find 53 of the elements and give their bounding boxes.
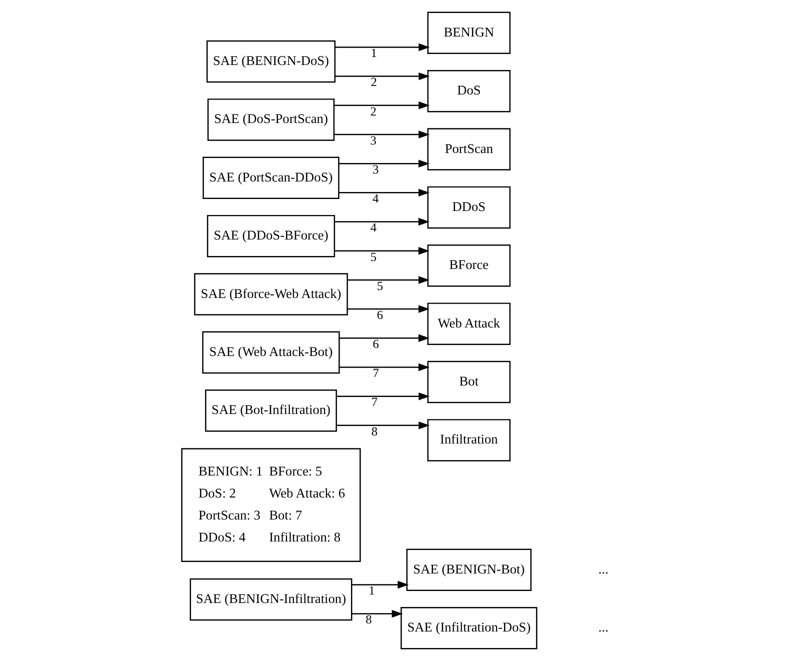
arrow xyxy=(338,363,430,372)
edge-label: 7 xyxy=(370,395,378,410)
node-box: BENIGN xyxy=(426,12,510,54)
node-box: SAE (Bot-Infiltration) xyxy=(204,390,336,432)
node-box: Infiltration xyxy=(426,419,510,462)
edge-label: 1 xyxy=(368,584,374,598)
edge-label: 6 xyxy=(376,308,383,322)
edge-label: 5 xyxy=(370,250,376,264)
node-box: SAE (Bforce-Web Attack) xyxy=(194,273,348,316)
edge-label: 8 xyxy=(370,424,378,438)
node-box: SAE (BENIGN-Infiltration) xyxy=(189,578,352,621)
node-box: SAE (BENIGN-DoS) xyxy=(206,40,336,83)
edge-label: 8 xyxy=(365,612,372,627)
arrow xyxy=(334,246,430,255)
node-box: SAE (BENIGN-Bot) xyxy=(406,548,532,592)
edge-label: 5 xyxy=(376,278,383,293)
arrow xyxy=(334,72,430,80)
edge-label: 2 xyxy=(370,104,376,118)
arrow xyxy=(338,334,430,342)
node-box: PortScan xyxy=(426,128,510,170)
node-box: BENIGN: 1 BForce: 5 DoS: 2 Web Attack: 6 PortScan: 3 Bot: 7 DDoS: 4 Infiltration: 8 xyxy=(180,448,360,562)
arrow xyxy=(334,218,430,226)
arrow xyxy=(347,276,430,284)
label: ... xyxy=(598,620,608,635)
arrow xyxy=(334,43,430,52)
label: ... xyxy=(598,561,608,576)
arrow xyxy=(334,102,430,110)
node-box: SAE (DoS-PortScan) xyxy=(206,98,334,141)
arrow xyxy=(336,392,430,400)
edge-label: 3 xyxy=(372,162,378,176)
node-box: DDoS xyxy=(426,186,510,229)
edge-label: 4 xyxy=(372,192,378,206)
node-box: SAE (DDoS-BForce) xyxy=(206,214,335,258)
arrow xyxy=(336,422,430,430)
arrow xyxy=(338,188,430,197)
arrow xyxy=(351,580,408,589)
node-box: SAE (Web Attack-Bot) xyxy=(202,331,340,374)
edge-label: 1 xyxy=(370,46,376,60)
node-box: SAE (PortScan-DDoS) xyxy=(202,156,339,199)
edge-label: 4 xyxy=(370,220,376,235)
node-box: BForce xyxy=(426,244,510,287)
node-box: Bot xyxy=(426,360,510,404)
arrow xyxy=(334,130,430,138)
edge-label: 3 xyxy=(370,133,376,148)
node-box: Web Attack xyxy=(426,302,510,345)
node-box: DoS xyxy=(426,70,510,112)
edge-label: 7 xyxy=(372,366,379,380)
arrow xyxy=(347,305,430,313)
edge-label: 2 xyxy=(370,75,376,90)
edge-label: 6 xyxy=(372,337,379,352)
node-box: SAE (Infiltration-DoS) xyxy=(400,606,537,650)
arrow xyxy=(338,160,430,168)
arrow xyxy=(351,610,402,618)
